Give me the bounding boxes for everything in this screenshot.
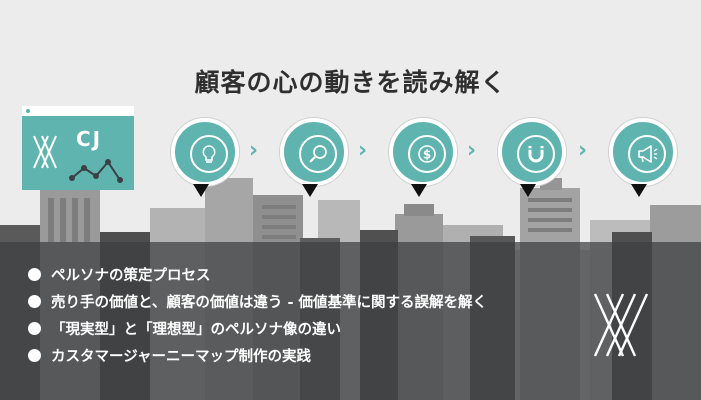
- monitor-illustration: [22, 106, 134, 190]
- monitor-label: CJ: [76, 127, 103, 151]
- marker-pin-icon: [520, 184, 536, 197]
- step-dollar-coin: $: [389, 118, 457, 186]
- step-magnet: [498, 118, 566, 186]
- bullet-icon: [28, 322, 41, 335]
- marker-pin-icon: [302, 184, 318, 197]
- step-magnifier: [280, 118, 348, 186]
- step-lightbulb: [171, 118, 239, 186]
- step-megaphone: [609, 118, 677, 186]
- chevron-right-icon: ›: [578, 138, 588, 163]
- brand-logo-icon: [593, 293, 649, 357]
- content-overlay: [0, 242, 701, 400]
- bullet-icon: [28, 295, 41, 308]
- magnifier-icon: [299, 135, 337, 173]
- marker-pin-icon: [193, 184, 209, 197]
- dollar-coin-icon: $: [408, 135, 446, 173]
- list-item: 売り手の価値と、顧客の価値は違う - 価値基準に関する誤解を解く: [28, 288, 487, 315]
- magnet-icon: [517, 135, 555, 173]
- list-item-text: 売り手の価値と、顧客の価値は違う - 価値基準に関する誤解を解く: [51, 295, 488, 311]
- chevron-right-icon: ›: [249, 138, 259, 163]
- svg-text:$: $: [423, 148, 431, 162]
- megaphone-icon: [628, 135, 666, 173]
- bullet-icon: [28, 268, 41, 281]
- chevron-right-icon: ›: [358, 138, 368, 163]
- list-item: 「現実型」と「理想型」のペルソナ像の違い: [28, 315, 487, 342]
- list-item: ペルソナの策定プロセス: [28, 261, 487, 288]
- list-item: カスタマージャーニーマップ制作の実践: [28, 342, 487, 369]
- list-item-text: ペルソナの策定プロセス: [51, 268, 211, 284]
- chevron-right-icon: ›: [467, 138, 477, 163]
- marker-pin-icon: [631, 184, 647, 197]
- page-title: 顧客の心の動きを読み解く: [194, 67, 507, 97]
- topic-list: ペルソナの策定プロセス 売り手の価値と、顧客の価値は違う - 価値基準に関する誤…: [28, 261, 487, 369]
- bullet-icon: [28, 349, 41, 362]
- list-item-text: カスタマージャーニーマップ制作の実践: [51, 349, 311, 365]
- lightbulb-icon: [190, 135, 228, 173]
- list-item-text: 「現実型」と「理想型」のペルソナ像の違い: [51, 322, 341, 338]
- marker-pin-icon: [411, 184, 427, 197]
